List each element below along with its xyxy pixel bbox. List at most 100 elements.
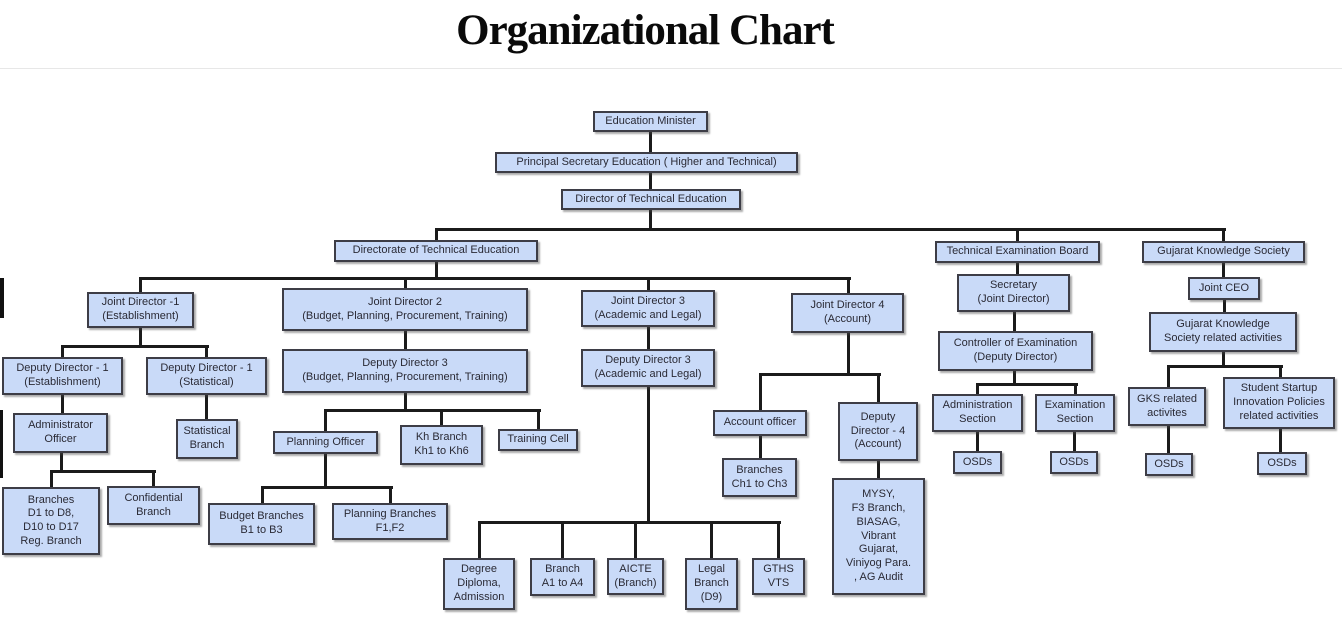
connector-line — [404, 393, 407, 410]
connector-line — [139, 278, 142, 293]
connector-line — [710, 522, 713, 559]
connector-line — [205, 346, 208, 358]
statistical-branch-box: Statistical Branch — [176, 419, 238, 459]
osds-administration-box: OSDs — [953, 451, 1002, 474]
connector-line — [435, 229, 438, 241]
connector-line — [647, 278, 650, 291]
connector-line — [50, 470, 156, 473]
connector-line — [1167, 365, 1283, 368]
planning-branches-box: Planning Branches F1,F2 — [332, 503, 448, 540]
connector-line — [1223, 300, 1226, 313]
connector-line — [1222, 229, 1225, 242]
mysy-f3-biasag-box: MYSY, F3 Branch, BIASAG, Vibrant Gujarat… — [832, 478, 925, 595]
page-title: Organizational Chart — [456, 7, 835, 54]
connector-line — [139, 328, 142, 347]
administration-section-box: Administration Section — [932, 394, 1023, 432]
joint-director-1-box: Joint Director -1 (Establishment) — [87, 292, 194, 328]
connector-line — [1074, 384, 1077, 395]
connector-line — [634, 522, 637, 559]
clipped-box-edge — [0, 410, 3, 478]
osds-student-startup-box: OSDs — [1257, 452, 1307, 475]
connector-line — [1013, 312, 1016, 332]
confidential-branch-box: Confidential Branch — [107, 486, 200, 525]
osds-examination-box: OSDs — [1050, 451, 1098, 474]
connector-line — [877, 374, 880, 403]
connector-line — [561, 522, 564, 559]
training-cell-box: Training Cell — [498, 429, 578, 451]
student-startup-box: Student Startup Innovation Policies rela… — [1223, 377, 1335, 429]
connector-line — [1222, 263, 1225, 278]
connector-line — [1013, 371, 1016, 384]
secretary-joint-director-box: Secretary (Joint Director) — [957, 274, 1070, 312]
title-divider — [0, 68, 1342, 69]
joint-ceo-box: Joint CEO — [1188, 277, 1260, 300]
connector-line — [759, 374, 762, 411]
kh-branch-box: Kh Branch Kh1 to Kh6 — [400, 425, 483, 465]
joint-director-4-box: Joint Director 4 (Account) — [791, 293, 904, 333]
budget-branches-box: Budget Branches B1 to B3 — [208, 503, 315, 545]
connector-line — [1222, 352, 1225, 366]
director-technical-education-box: Director of Technical Education — [561, 189, 741, 210]
connector-line — [435, 228, 1226, 231]
connector-line — [440, 410, 443, 426]
degree-diploma-admission-box: Degree Diploma, Admission — [443, 558, 515, 610]
joint-director-2-box: Joint Director 2 (Budget, Planning, Proc… — [282, 288, 528, 331]
connector-line — [50, 471, 53, 487]
connector-line — [649, 210, 652, 231]
clipped-box-edge — [0, 278, 4, 318]
connector-line — [647, 387, 650, 522]
osds-gks-box: OSDs — [1145, 453, 1193, 476]
examination-section-box: Examination Section — [1035, 394, 1115, 432]
connector-line — [404, 331, 407, 350]
title-bar: Organizational Chart — [0, 0, 1342, 68]
deputy-director-3-academic-box: Deputy Director 3 (Academic and Legal) — [581, 349, 715, 387]
branches-d1-d17-box: Branches D1 to D8, D10 to D17 Reg. Branc… — [2, 487, 100, 555]
connector-line — [435, 262, 438, 279]
connector-line — [324, 410, 327, 432]
connector-line — [139, 277, 851, 280]
administrator-officer-box: Administrator Officer — [13, 413, 108, 453]
connector-line — [61, 395, 64, 414]
education-minister-box: Education Minister — [593, 111, 708, 132]
connector-line — [205, 395, 208, 420]
connector-line — [1279, 366, 1282, 378]
deputy-director-3-budget-box: Deputy Director 3 (Budget, Planning, Pro… — [282, 349, 528, 393]
connector-line — [478, 522, 481, 559]
connector-line — [1279, 429, 1282, 453]
connector-line — [847, 278, 850, 294]
legal-branch-d9-box: Legal Branch (D9) — [685, 558, 738, 610]
directorate-technical-education-box: Directorate of Technical Education — [334, 240, 538, 262]
connector-line — [649, 172, 652, 189]
connector-line — [1016, 263, 1019, 275]
connector-line — [647, 327, 650, 350]
gujarat-knowledge-society-box: Gujarat Knowledge Society — [1142, 241, 1305, 263]
connector-line — [777, 522, 780, 559]
connector-line — [1167, 426, 1170, 454]
aicte-branch-box: AICTE (Branch) — [607, 558, 664, 595]
connector-line — [847, 333, 850, 374]
gks-related-activities-box: GKS related activites — [1128, 387, 1206, 426]
connector-line — [649, 131, 652, 152]
branches-ch1-ch3-box: Branches Ch1 to Ch3 — [722, 458, 797, 497]
connector-line — [261, 486, 393, 489]
connector-line — [152, 471, 155, 487]
gujarat-knowledge-society-related-box: Gujarat Knowledge Society related activi… — [1149, 312, 1297, 352]
connector-line — [976, 432, 979, 452]
connector-line — [324, 409, 541, 412]
connector-line — [1167, 366, 1170, 388]
joint-director-3-box: Joint Director 3 (Academic and Legal) — [581, 290, 715, 327]
connector-line — [759, 436, 762, 459]
connector-line — [1073, 432, 1076, 452]
technical-examination-board-box: Technical Examination Board — [935, 241, 1100, 263]
connector-line — [324, 454, 327, 487]
controller-of-examination-box: Controller of Examination (Deputy Direct… — [938, 331, 1093, 371]
branch-a1-a4-box: Branch A1 to A4 — [530, 558, 595, 596]
connector-line — [877, 461, 880, 479]
planning-officer-box: Planning Officer — [273, 431, 378, 454]
connector-line — [976, 383, 1078, 386]
principal-secretary-box: Principal Secretary Education ( Higher a… — [495, 152, 798, 173]
connector-line — [389, 487, 392, 504]
deputy-director-1-statistical-box: Deputy Director - 1 (Statistical) — [146, 357, 267, 395]
connector-line — [261, 487, 264, 504]
